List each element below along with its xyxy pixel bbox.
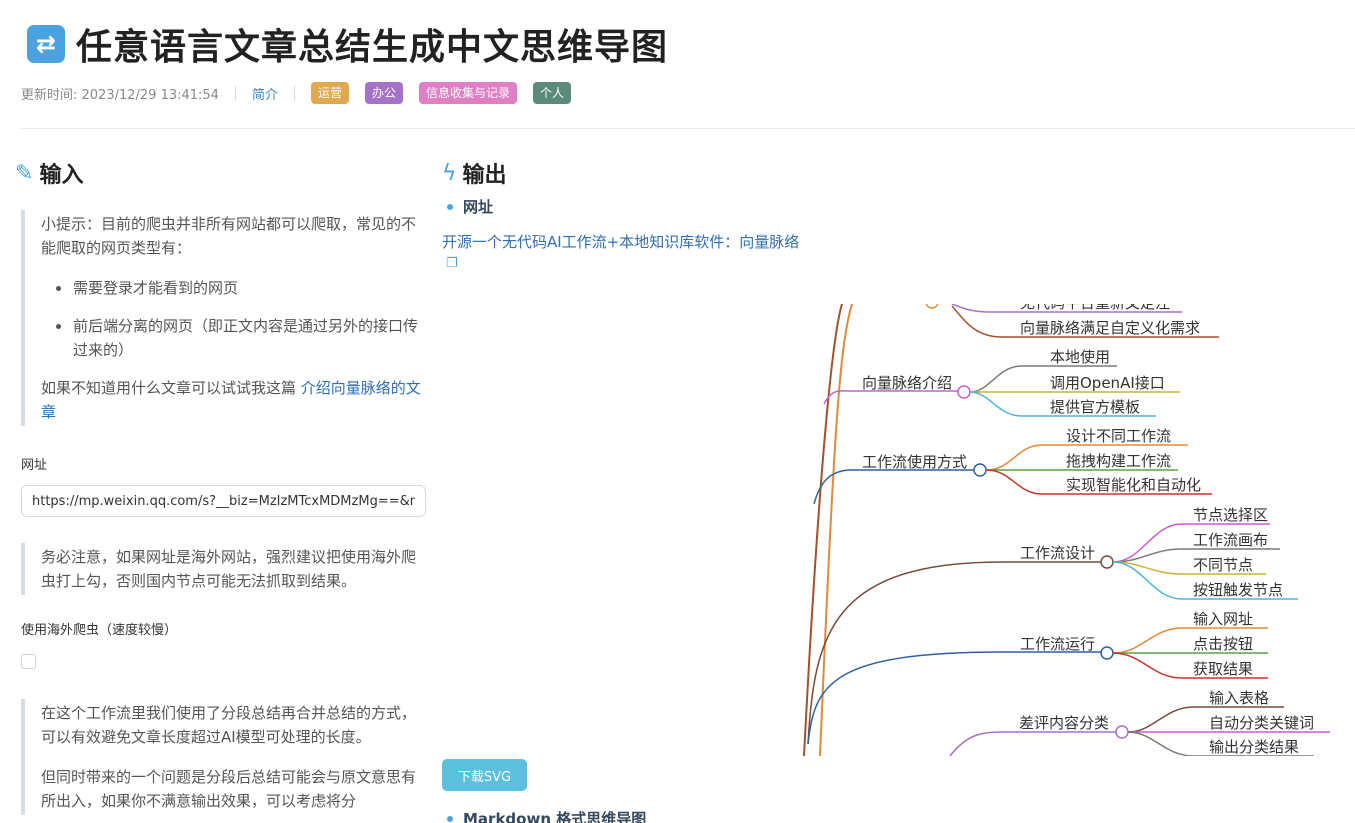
header-divider: [21, 128, 1355, 129]
mindmap-node: 按钮触发节点: [1193, 581, 1283, 599]
crawler-tip: 小提示：目前的爬虫并非所有网站都可以爬取，常见的不能爬取的网页类型有： 需要登录…: [21, 210, 426, 426]
input-panel: 小提示：目前的爬虫并非所有网站都可以爬取，常见的不能爬取的网页类型有： 需要登录…: [21, 210, 426, 815]
edit-icon: ✎: [15, 160, 34, 186]
overseas-warning: 务必注意，如果网址是海外网站，强烈建议把使用海外爬虫打上勾，否则国内节点可能无法…: [21, 543, 426, 595]
url-subheading-label: 网址: [463, 198, 494, 216]
tip-intro: 小提示：目前的爬虫并非所有网站都可以爬取，常见的不能爬取的网页类型有：: [41, 215, 417, 257]
output-heading-label: 输出: [462, 163, 507, 188]
markdown-subheading-label: Markdown 格式思维导图: [463, 810, 647, 823]
tip-list: 需要登录才能看到的网页 前后端分离的网页（即正文内容是通过另外的接口传过来的）: [41, 276, 426, 362]
meta-divider: [234, 86, 236, 100]
mindmap-node: 输入表格: [1209, 689, 1269, 707]
tag-operations[interactable]: 运营: [310, 82, 349, 104]
tip-suggest: 如果不知道用什么文章可以试试我这篇 介绍向量脉络的文章: [41, 376, 426, 424]
tip-suggest-text: 如果不知道用什么文章可以试试我这篇: [41, 379, 301, 397]
mindmap-node: 输入网址: [1193, 610, 1253, 628]
page-title: 任意语言文章总结生成中文思维导图: [76, 27, 669, 68]
mindmap-node: 工作流画布: [1193, 531, 1268, 549]
intro-link[interactable]: 简介: [251, 87, 278, 103]
tag-personal[interactable]: 个人: [533, 82, 572, 104]
tip-item: 需要登录才能看到的网页: [41, 276, 426, 300]
mindmap-node: 点击按钮: [1193, 635, 1253, 653]
page-header: ⇄ 任意语言文章总结生成中文思维导图: [27, 18, 668, 70]
mindmap-node: 本地使用: [1050, 348, 1110, 366]
tip-item: 前后端分离的网页（即正文内容是通过另外的接口传过来的）: [41, 314, 426, 362]
mindmap-node: 工作流设计: [1020, 544, 1095, 562]
mindmap-node: 工作流运行: [1020, 635, 1095, 653]
mindmap-node: 向量脉络介绍: [862, 374, 952, 392]
meta-divider: [293, 86, 295, 100]
url-subheading: 网址: [442, 196, 1355, 217]
url-label: 网址: [21, 458, 48, 473]
markdown-subheading: Markdown 格式思维导图: [442, 808, 646, 823]
output-panel: 网址 开源一个无代码AI工作流+本地知识库软件：向量脉络 ❐: [442, 196, 1355, 271]
mindmap-node: 输出分类结果: [1209, 738, 1299, 756]
lightning-icon: ϟ: [442, 160, 457, 186]
mindmap-node: 自动分类关键词: [1209, 714, 1314, 732]
mindmap-node: 调用OpenAI接口: [1050, 374, 1165, 392]
workflow-note-text: 在这个工作流里我们使用了分段总结再合并总结的方式，可以有效避免文章长度超过AI模…: [41, 704, 417, 746]
url-input[interactable]: [21, 485, 426, 517]
input-heading: ✎ 输入: [15, 157, 83, 189]
warning-text: 务必注意，如果网址是海外网站，强烈建议把使用海外爬虫打上勾，否则国内节点可能无法…: [41, 548, 417, 590]
workflow-note-text-2: 但同时带来的一个问题是分段后总结可能会与原文意思有所出入，如果你不满意输出效果，…: [41, 768, 417, 810]
bullet-dot: [447, 203, 453, 210]
mindmap-node: 设计不同工作流: [1066, 427, 1171, 445]
mindmap-node: 获取结果: [1193, 660, 1253, 678]
overseas-label: 使用海外爬虫（速度较慢）: [21, 623, 178, 638]
article-title-link[interactable]: 开源一个无代码AI工作流+本地知识库软件：向量脉络: [442, 233, 800, 251]
shuffle-icon: ⇄: [27, 25, 65, 63]
updated-time: 更新时间: 2023/12/29 13:41:54: [21, 87, 219, 103]
mindmap-svg: 无代码平台重新文定注 向量脉络满足自定义化需求 向量脉络介绍 本地使用 调用Op…: [803, 304, 1330, 756]
mindmap-canvas[interactable]: 无代码平台重新文定注 向量脉络满足自定义化需求 向量脉络介绍 本地使用 调用Op…: [442, 304, 1355, 756]
bullet-dot: [447, 815, 453, 822]
mindmap-node: 节点选择区: [1193, 506, 1268, 524]
article-suggest-link[interactable]: 介绍向量脉络的文章: [41, 379, 421, 421]
mindmap-node: 无代码平台重新文定注: [1020, 304, 1170, 312]
download-svg-button[interactable]: 下载SVG: [442, 759, 527, 791]
mindmap-node: 向量脉络满足自定义化需求: [1020, 319, 1200, 337]
workflow-note: 在这个工作流里我们使用了分段总结再合并总结的方式，可以有效避免文章长度超过AI模…: [21, 699, 426, 815]
tag-info-collection[interactable]: 信息收集与记录: [419, 82, 518, 104]
overseas-checkbox[interactable]: [21, 654, 36, 669]
mindmap-node: 提供官方模板: [1050, 398, 1140, 416]
output-heading: ϟ 输出: [442, 157, 507, 189]
mindmap-node: 实现智能化和自动化: [1066, 476, 1201, 494]
tag-office[interactable]: 办公: [365, 82, 404, 104]
input-heading-label: 输入: [39, 163, 84, 188]
mindmap-node: 差评内容分类: [1019, 714, 1109, 732]
mindmap-node: 不同节点: [1193, 556, 1253, 574]
mindmap-node: 工作流使用方式: [862, 453, 967, 471]
meta-bar: 更新时间: 2023/12/29 13:41:54 简介 运营 办公 信息收集与…: [21, 82, 587, 104]
mindmap-node: 拖拽构建工作流: [1066, 452, 1171, 470]
copy-icon[interactable]: ❐: [446, 256, 458, 271]
